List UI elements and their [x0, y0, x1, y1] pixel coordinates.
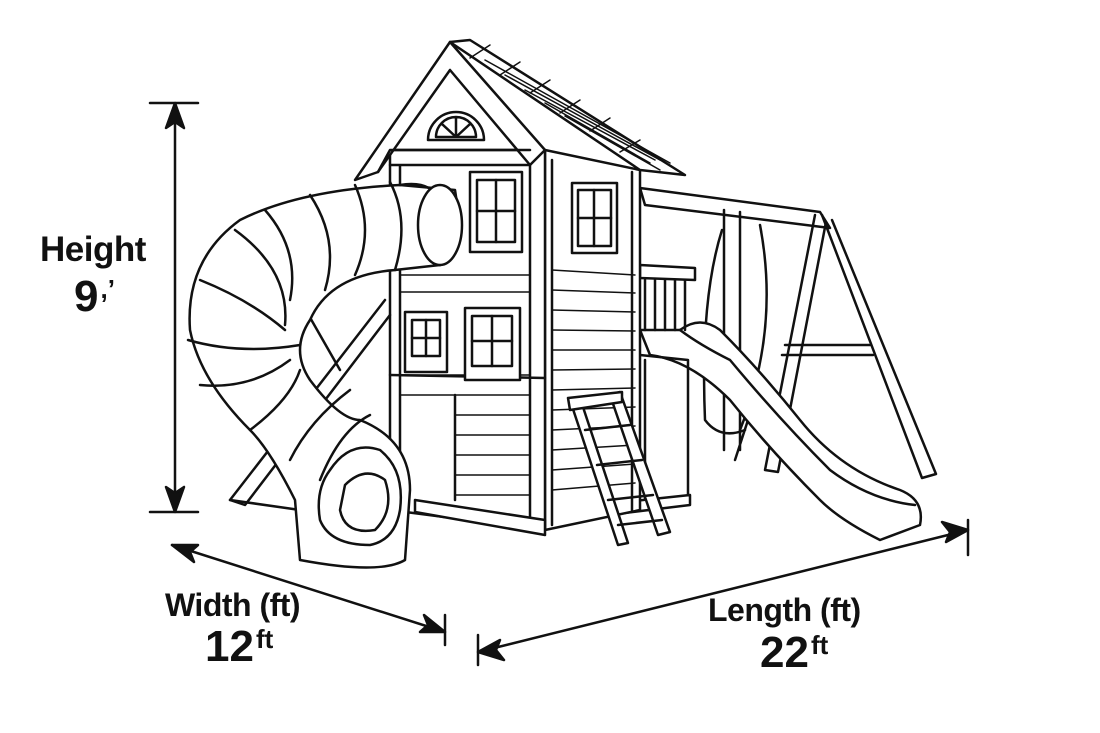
- tube-slide: [186, 180, 464, 569]
- length-value: 22ft: [760, 628, 828, 678]
- length-number: 22: [760, 628, 809, 677]
- height-number: 9: [74, 272, 99, 321]
- swing-frame: [638, 186, 938, 480]
- ladder: [566, 390, 672, 547]
- wave-slide: [638, 321, 923, 542]
- height-dimension-arrow: [148, 101, 200, 514]
- width-value: 12ft: [205, 622, 273, 672]
- height-unit: ,’: [100, 274, 115, 304]
- width-unit: ft: [255, 624, 274, 654]
- height-value: 9,’: [74, 272, 115, 322]
- length-dimension-arrow: [476, 518, 970, 667]
- length-unit: ft: [810, 630, 829, 660]
- width-label: Width (ft): [165, 587, 301, 623]
- height-label: Height: [40, 230, 146, 269]
- width-dimension-arrow: [170, 543, 447, 647]
- width-number: 12: [205, 622, 254, 671]
- length-label: Length (ft): [708, 592, 861, 628]
- roof: [353, 38, 687, 182]
